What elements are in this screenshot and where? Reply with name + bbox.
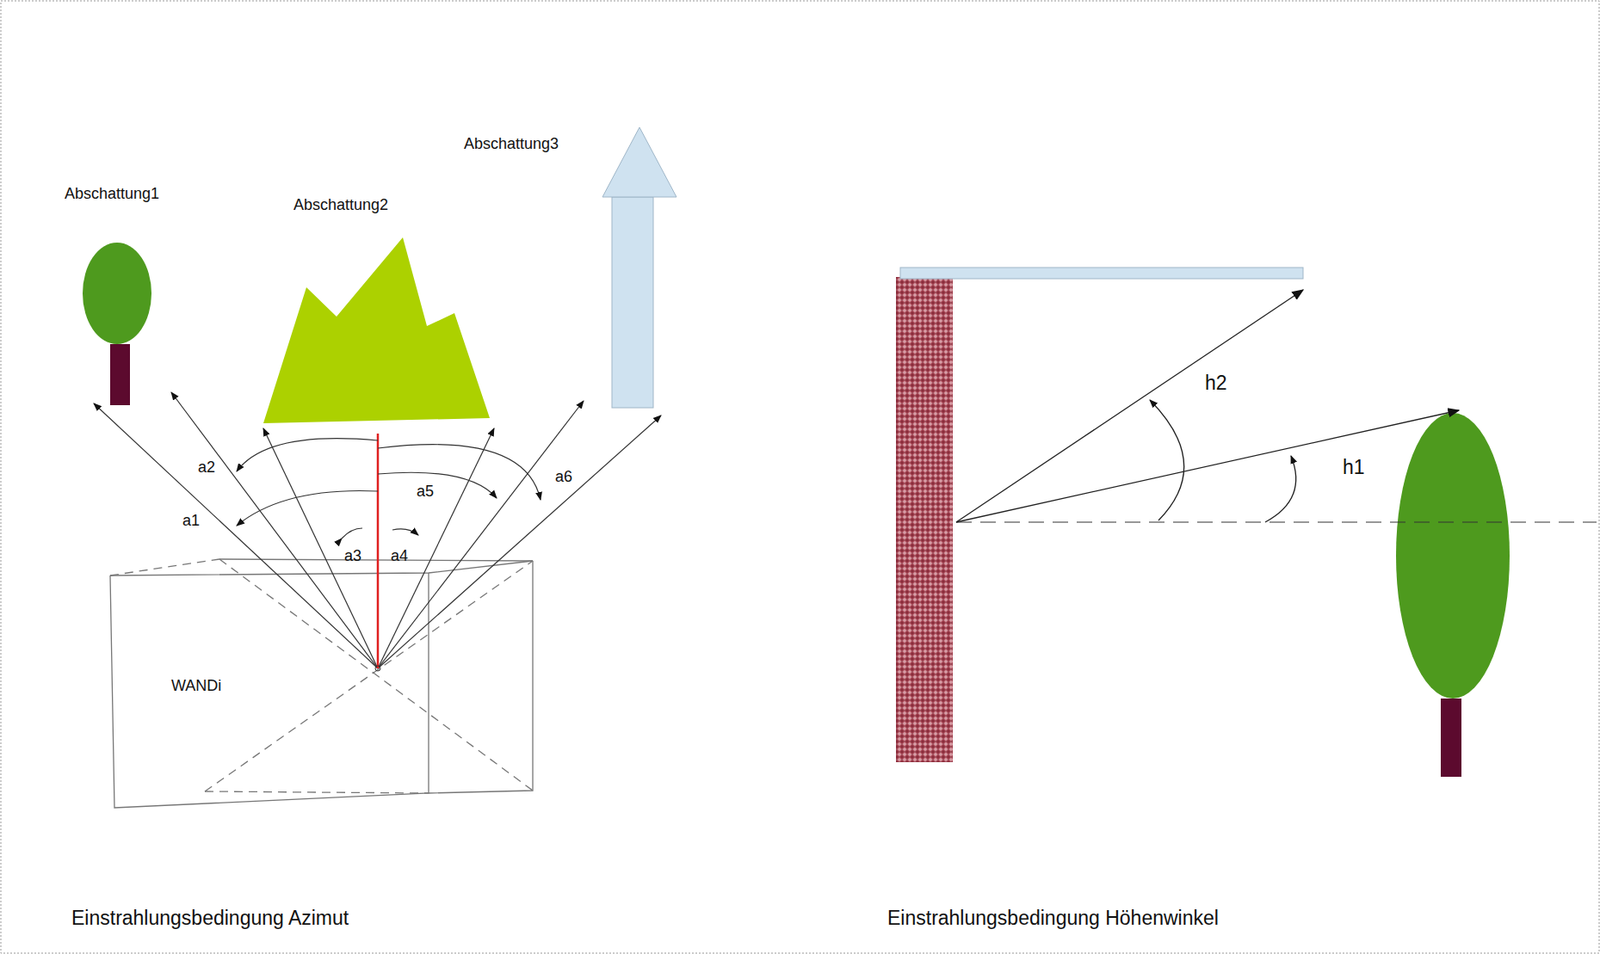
angle-label: a4 bbox=[390, 547, 408, 566]
angle-label-text: a1 bbox=[182, 512, 200, 531]
origin bbox=[375, 666, 381, 672]
shading-label: Abschattung2 bbox=[293, 196, 389, 215]
caption-text: Einstrahlungsbedingung Höhenwinkel bbox=[887, 907, 1219, 931]
label-text: Abschattung3 bbox=[463, 135, 559, 154]
angle-label: h1 bbox=[1342, 456, 1366, 480]
label-text: Abschattung2 bbox=[293, 196, 389, 215]
shading-label: Abschattung1 bbox=[64, 185, 160, 204]
canopy bbox=[900, 267, 1304, 279]
angle-label: h2 bbox=[1204, 371, 1228, 396]
elevation-rays bbox=[956, 290, 1459, 523]
tree-right bbox=[1396, 413, 1510, 778]
angle-label: a1 bbox=[182, 512, 200, 531]
angle-label-text: h1 bbox=[1342, 456, 1366, 480]
wall-section bbox=[895, 277, 953, 763]
angle-label: a6 bbox=[555, 468, 573, 487]
building-shading-3 bbox=[602, 127, 677, 408]
angle-label: a3 bbox=[344, 547, 362, 566]
angle-label-text: a4 bbox=[390, 547, 408, 566]
angle-label: a2 bbox=[197, 458, 216, 477]
south-axis bbox=[376, 433, 380, 669]
caption: Einstrahlungsbedingung Azimut bbox=[71, 907, 349, 931]
tree-shading-1 bbox=[82, 242, 152, 406]
wall-label: WANDi bbox=[171, 677, 222, 696]
mountain-shading-2 bbox=[263, 237, 490, 424]
azimuth-rays bbox=[93, 392, 662, 669]
horizon-line bbox=[956, 521, 1597, 523]
caption-text: Einstrahlungsbedingung Azimut bbox=[71, 907, 349, 931]
label-text: WANDi bbox=[171, 677, 222, 696]
angle-label: a5 bbox=[416, 482, 434, 501]
shading-label: Abschattung3 bbox=[463, 135, 559, 154]
angle-label-text: a6 bbox=[555, 468, 573, 487]
caption: Einstrahlungsbedingung Höhenwinkel bbox=[887, 907, 1219, 931]
angle-label-text: a2 bbox=[197, 458, 216, 477]
label-text: Abschattung1 bbox=[64, 185, 160, 204]
angle-label-text: a5 bbox=[416, 482, 434, 501]
azimuth-arcs bbox=[236, 438, 541, 539]
angle-label-text: h2 bbox=[1204, 371, 1228, 396]
wall-box bbox=[110, 559, 533, 809]
angle-label-text: a3 bbox=[344, 547, 362, 566]
